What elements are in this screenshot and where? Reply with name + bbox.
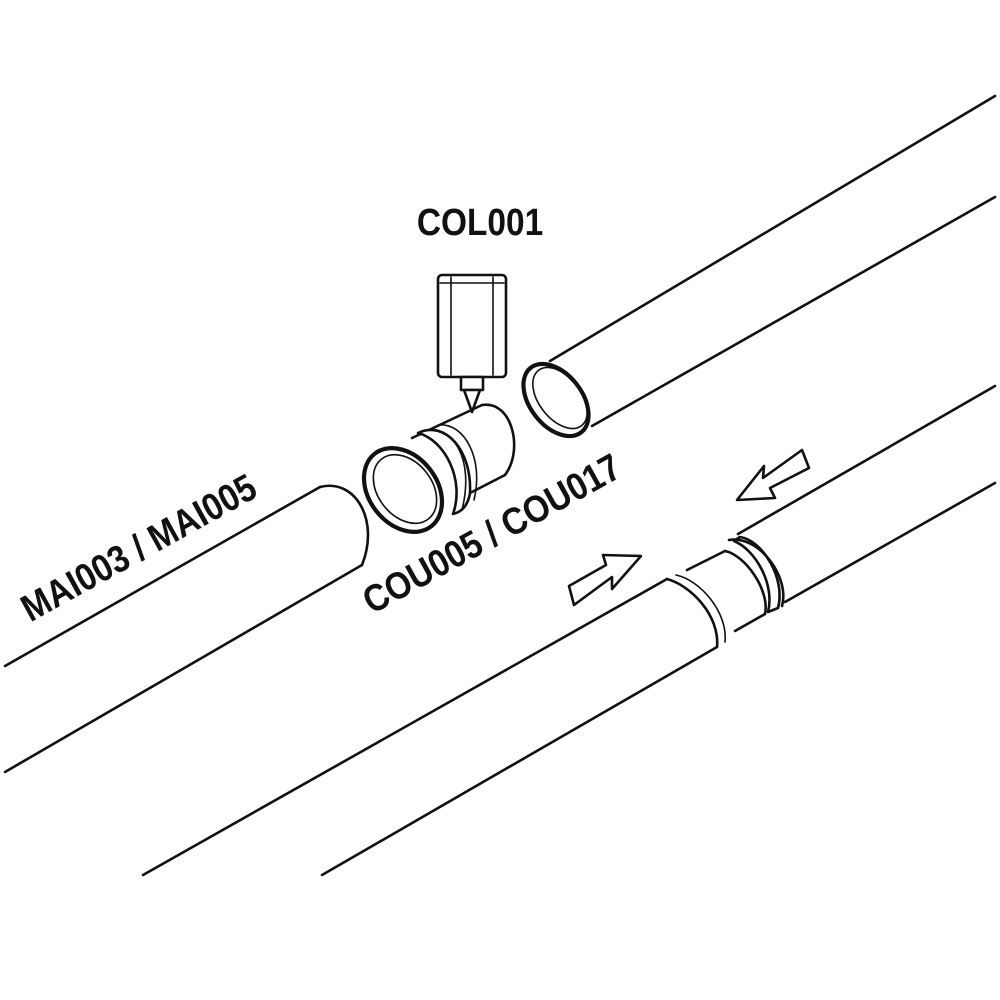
glue-bottle-icon: [436, 273, 508, 414]
upper-left-tube: [3, 484, 370, 774]
lower-assembled-tube: [141, 384, 997, 877]
tube-part-label: MAI003 / MAI005: [14, 466, 264, 630]
upper-right-tube: [521, 94, 997, 439]
glue-part-label: COL001: [417, 201, 543, 243]
arrow-right-icon: [567, 553, 643, 607]
arrow-left-icon: [735, 448, 811, 502]
